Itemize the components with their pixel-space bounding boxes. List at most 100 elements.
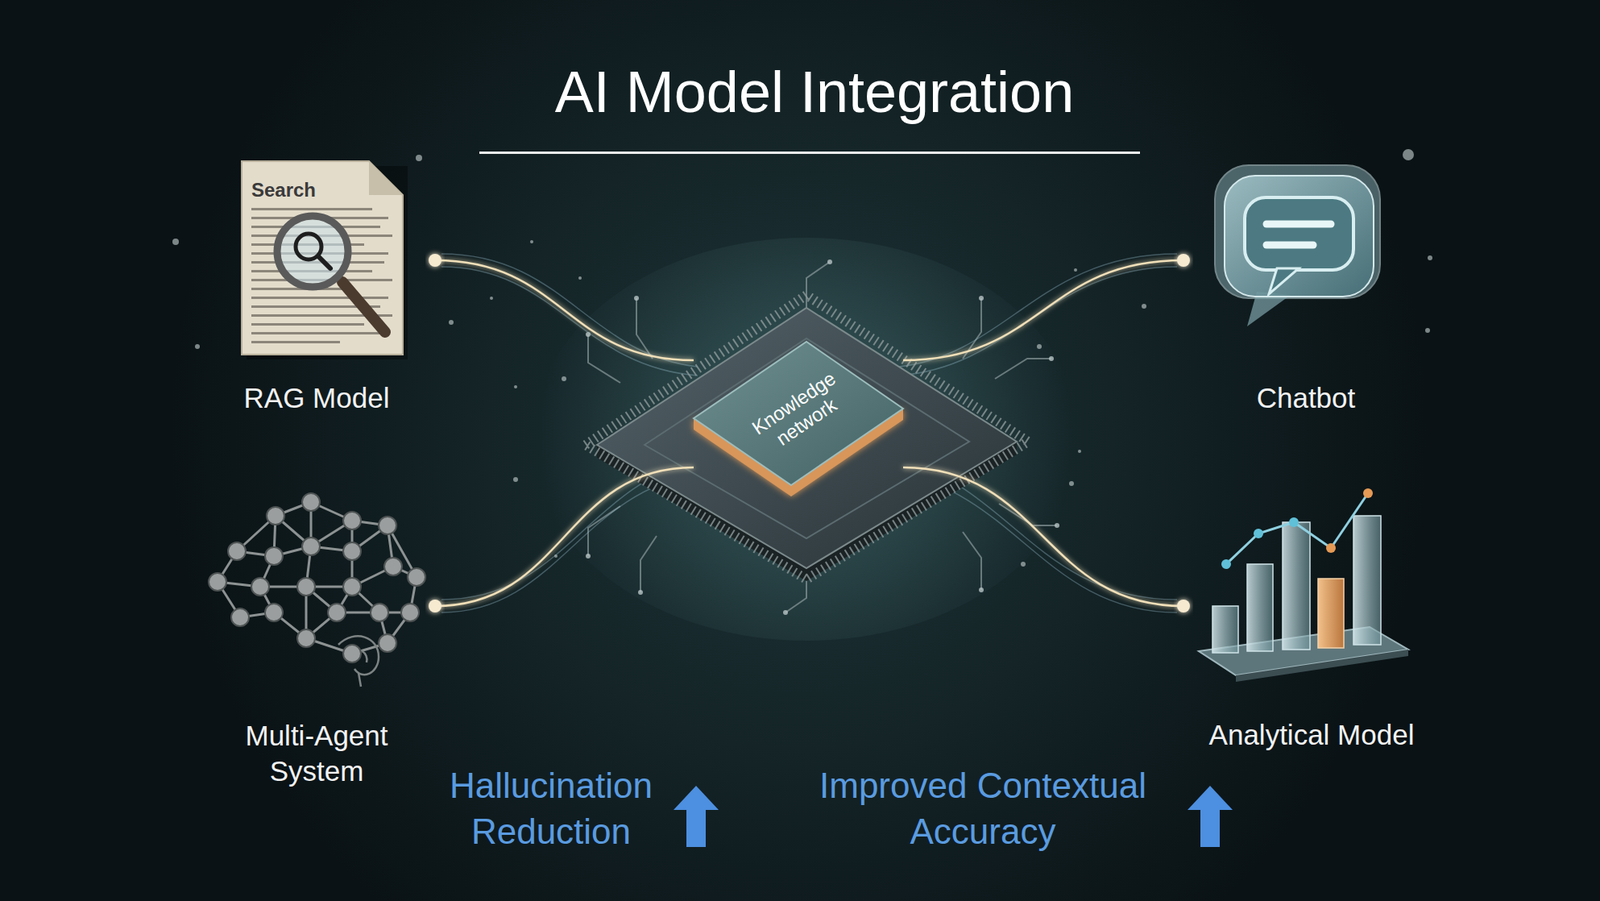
- chat-icon-node: Chatbot: [1183, 153, 1418, 421]
- particles: [489, 296, 494, 300]
- bar-chart-icon: [1253, 528, 1264, 539]
- chart-icon-node: Analytical Model: [1183, 479, 1442, 758]
- data-strands: [441, 266, 698, 376]
- network-icon-node: Multi-Agent System: [189, 483, 436, 794]
- bar-chart-icon: [1289, 517, 1299, 527]
- document-icon: [368, 161, 403, 195]
- agent-network-icon: [338, 635, 379, 687]
- benefit-label: Hallucination Reduction: [418, 762, 684, 854]
- benefit-label: Improved Contextual Accuracy: [817, 762, 1149, 854]
- agent-network-icon: [370, 603, 389, 622]
- trace-ends: [585, 259, 1060, 615]
- bar-chart-icon: [1198, 488, 1409, 682]
- circuit-traces: [994, 358, 1052, 379]
- trace-ends: [638, 589, 643, 595]
- particles: [578, 276, 582, 280]
- particles: [1425, 327, 1431, 333]
- connector-dot: [1177, 253, 1190, 267]
- agent-network-icon: [208, 572, 227, 591]
- bar-chart-icon: [1235, 649, 1409, 682]
- component-label: Chatbot: [1256, 380, 1356, 416]
- trace-ends: [1048, 356, 1054, 361]
- agent-network-icon: [343, 542, 361, 560]
- agent-network-icon: [297, 577, 316, 596]
- agent-network-icon: [343, 577, 361, 596]
- chat-bubble-icon: [1214, 165, 1381, 299]
- processor-chip: [585, 294, 1028, 581]
- bar-chart-icon: [1353, 515, 1381, 645]
- document-icon: [251, 296, 389, 299]
- trace-ends: [1054, 522, 1060, 528]
- particles: [554, 554, 558, 558]
- document-heading: Search: [251, 178, 316, 203]
- particles: [1427, 255, 1433, 261]
- bar-chart-icon: [1212, 605, 1239, 653]
- connector-line: [903, 260, 1184, 361]
- chat-bubble-icon: [1266, 241, 1314, 249]
- particles: [1073, 268, 1078, 272]
- trace-ends: [978, 587, 984, 593]
- agent-network-icon: [302, 537, 320, 556]
- agent-network-icon: [265, 603, 283, 622]
- agent-network-icon: [407, 567, 426, 586]
- up-arrow: [1187, 785, 1233, 847]
- circuit-traces: [640, 535, 657, 593]
- agent-network-icon: [208, 493, 426, 687]
- particles: [1402, 149, 1414, 161]
- connector-dot: [428, 253, 442, 267]
- bar-chart-icon: [1282, 522, 1310, 650]
- document-icon: [318, 256, 331, 269]
- agent-network-icon: [384, 557, 403, 576]
- circuit-traces: [806, 261, 830, 308]
- bar-chart-icon: [1247, 563, 1273, 651]
- chat-bubble-icon: [1214, 165, 1381, 327]
- trace-ends: [634, 295, 639, 301]
- connector-dot: [1177, 599, 1190, 613]
- particles: [1077, 449, 1082, 453]
- particles: [172, 149, 1433, 567]
- document-icon: [251, 207, 393, 344]
- chat-bubble-icon: [1224, 175, 1374, 297]
- document-icon: [241, 161, 403, 355]
- bar-chart-icon: [1221, 559, 1232, 569]
- particles: [415, 154, 423, 162]
- trace-ends: [827, 259, 833, 265]
- component-label: RAG Model: [244, 380, 390, 416]
- trace-ends: [585, 553, 591, 559]
- agent-network-icon: [302, 493, 320, 511]
- component-label: Analytical Model: [1209, 717, 1415, 753]
- circuit-traces: [588, 505, 621, 556]
- agent-network-icon: [266, 506, 285, 525]
- connector-line: [435, 467, 694, 606]
- particles: [448, 319, 454, 325]
- document-icon: [251, 340, 340, 344]
- document-icon: [251, 331, 385, 335]
- document-icon: [342, 281, 386, 332]
- processor-chip: [644, 338, 970, 539]
- circuit-traces: [588, 334, 621, 383]
- document-icon: [251, 323, 365, 326]
- title-underline: [479, 151, 1140, 154]
- agent-network-icon: [231, 608, 249, 626]
- up-arrow: [673, 785, 719, 847]
- particles: [530, 240, 534, 244]
- processor-chip: [596, 307, 1017, 568]
- particles: [1069, 480, 1074, 486]
- processor-chip: [693, 341, 904, 485]
- connector-line: [903, 467, 1184, 606]
- particles: [513, 385, 518, 389]
- particles: [194, 344, 200, 349]
- connector-line: [435, 260, 694, 361]
- particles: [561, 376, 567, 382]
- agent-network-icon: [327, 603, 346, 622]
- chat-bubble-icon: [1244, 197, 1354, 270]
- agent-network-icon: [208, 493, 426, 663]
- agent-network-icon: [343, 511, 361, 530]
- particles: [1141, 303, 1147, 309]
- circuit-traces: [962, 531, 982, 590]
- document-icon: [241, 161, 408, 360]
- document-icon: [251, 207, 373, 211]
